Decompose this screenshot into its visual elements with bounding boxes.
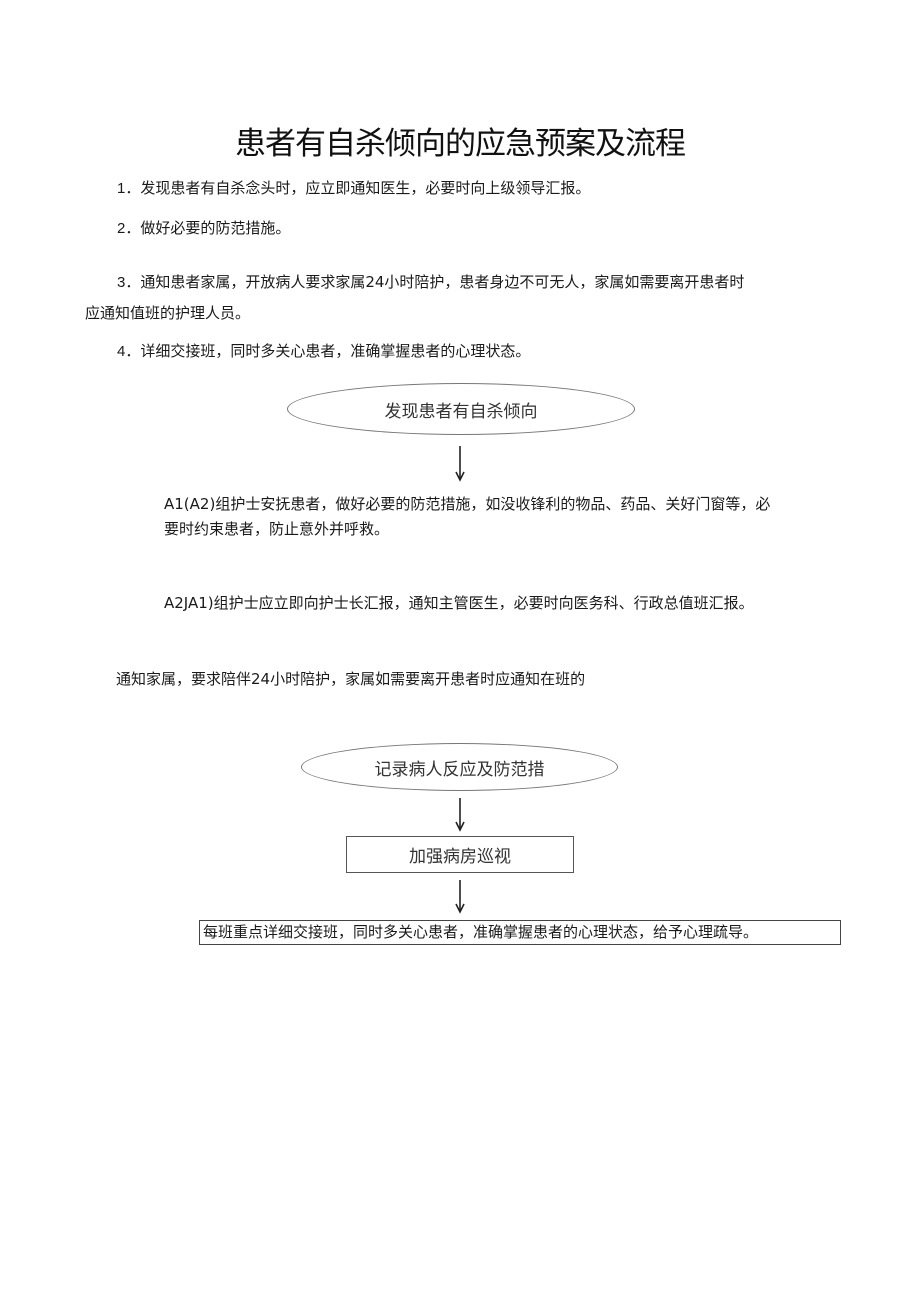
step-1: 1．发现患者有自杀念头时，应立即通知医生，必要时向上级领导汇报。 — [117, 178, 590, 199]
step-number: 1 — [117, 180, 126, 197]
a2-group-text: A2JA1)组护士应立即向护士长汇报，通知主管医生，必要时向医务科、行政总值班汇… — [164, 594, 754, 612]
a1-group-text: A1(A2)组护士安抚患者，做好必要的防范措施，如没收锋利的物品、药品、关好门窗… — [164, 495, 771, 513]
page-title: 患者有自杀倾向的应急预案及流程 — [235, 126, 686, 162]
step-number: 2 — [117, 220, 126, 237]
step-number: 3 — [117, 274, 126, 291]
final-handover-box: 每班重点详细交接班，同时多关心患者，准确掌握患者的心理状态，给予心理疏导。 — [199, 920, 841, 945]
down-arrow-icon — [455, 446, 465, 482]
step-2: 2．做好必要的防范措施。 — [117, 218, 290, 239]
step-text: ．发现患者有自杀念头时，应立即通知医生，必要时向上级领导汇报。 — [125, 179, 591, 197]
step-text: ．通知患者家属，开放病人要求家属24小时陪护，患者身边不可无人，家属如需要离开患… — [125, 273, 745, 291]
step-4: 4．详细交接班，同时多关心患者，准确掌握患者的心理状态。 — [117, 341, 530, 362]
down-arrow-icon — [455, 798, 465, 832]
step-3-continuation: 应通知值班的护理人员。 — [85, 304, 251, 322]
down-arrow-icon — [455, 880, 465, 914]
step-3: 3．通知患者家属，开放病人要求家属24小时陪护，患者身边不可无人，家属如需要离开… — [117, 272, 744, 293]
step-number: 4 — [117, 343, 126, 360]
a1-group-text-continuation: 要时约束患者，防止意外并呼救。 — [164, 520, 390, 538]
notify-family-text: 通知家属，要求陪伴24小时陪护，家属如需要离开患者时应通知在班的 — [116, 670, 586, 688]
patrol-node-box: 加强病房巡视 — [346, 836, 574, 873]
step-text: ．详细交接班，同时多关心患者，准确掌握患者的心理状态。 — [125, 342, 531, 360]
record-node-oval: 记录病人反应及防范措 — [301, 743, 618, 791]
step-text: ．做好必要的防范措施。 — [125, 219, 291, 237]
start-node-oval: 发现患者有自杀倾向 — [287, 383, 635, 435]
